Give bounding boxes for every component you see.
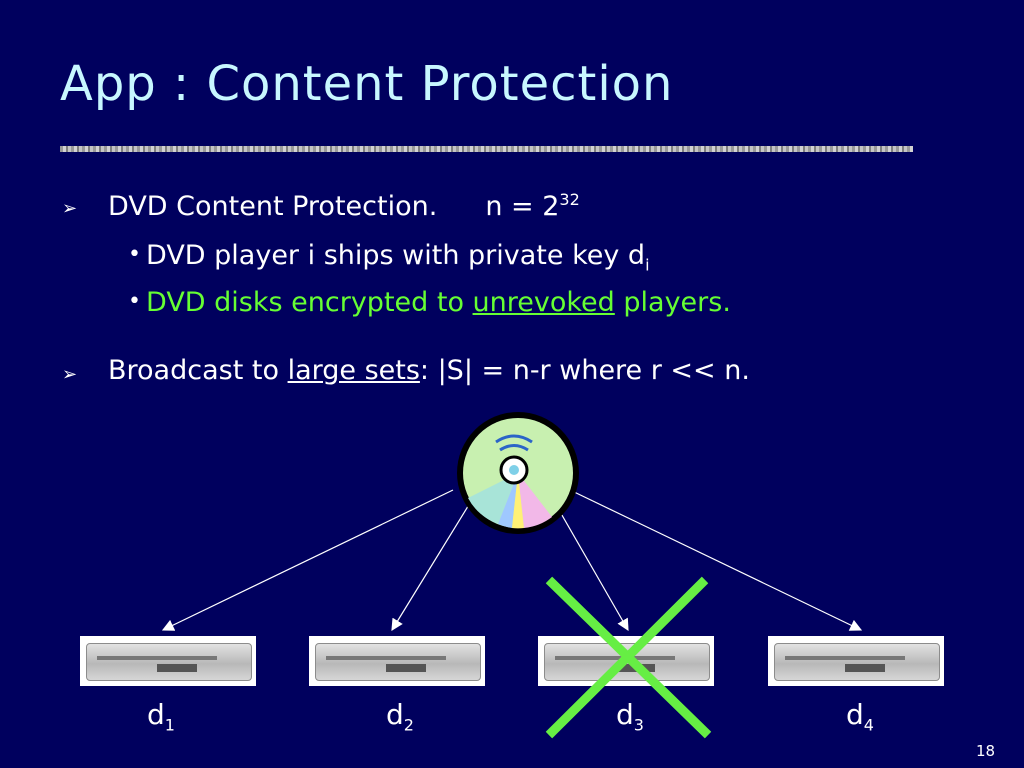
dvd-player-1: [80, 636, 256, 686]
n-exponent: 32: [559, 190, 580, 209]
arrow-to-d2: [391, 502, 471, 632]
bullet-text: DVD Content Protection.: [108, 191, 438, 222]
n-equation: n = 2: [485, 191, 560, 222]
key-subscript: i: [645, 255, 650, 275]
bullet-broadcast: Broadcast to large sets: |S| = n-r where…: [108, 355, 750, 386]
dot-bullet-icon: •: [128, 242, 141, 267]
arrow-to-d3: [554, 502, 629, 632]
arrow-bullet-icon: ➢: [62, 198, 78, 219]
player-label-4: d4: [846, 698, 874, 735]
arrow-to-d1: [161, 489, 454, 631]
dot-bullet-icon: •: [128, 289, 141, 314]
page-number: 18: [976, 742, 996, 760]
sub-bullet-text: DVD player i ships with private key d: [146, 240, 646, 271]
dvd-player-4: [768, 636, 944, 686]
unrevoked-word: unrevoked: [472, 287, 615, 318]
arrow-bullet-icon: ➢: [62, 364, 78, 385]
sub-bullet-encrypted: DVD disks encrypted to unrevoked players…: [146, 287, 731, 318]
arrow-to-d4: [569, 489, 863, 631]
bullet-dvd-protection: DVD Content Protection. n = 232: [108, 190, 580, 222]
sub-bullet-private-key: DVD player i ships with private key di: [146, 240, 650, 274]
player-label-1: d1: [147, 698, 175, 735]
sub-bullet-tail: players.: [614, 287, 731, 318]
dvd-player-2: [309, 636, 485, 686]
bullet-tail: : |S| = n-r where r << n.: [419, 355, 750, 386]
slide-title: App : Content Protection: [60, 56, 674, 112]
dvd-disc-icon: [457, 412, 579, 534]
large-sets-word: large sets: [287, 355, 420, 386]
player-label-2: d2: [386, 698, 414, 735]
player-label-3: d3: [616, 698, 644, 735]
sub-bullet-text: DVD disks encrypted to: [146, 287, 473, 318]
dvd-player-3: [538, 636, 714, 686]
bullet-text: Broadcast to: [108, 355, 288, 386]
title-divider: [60, 146, 913, 152]
